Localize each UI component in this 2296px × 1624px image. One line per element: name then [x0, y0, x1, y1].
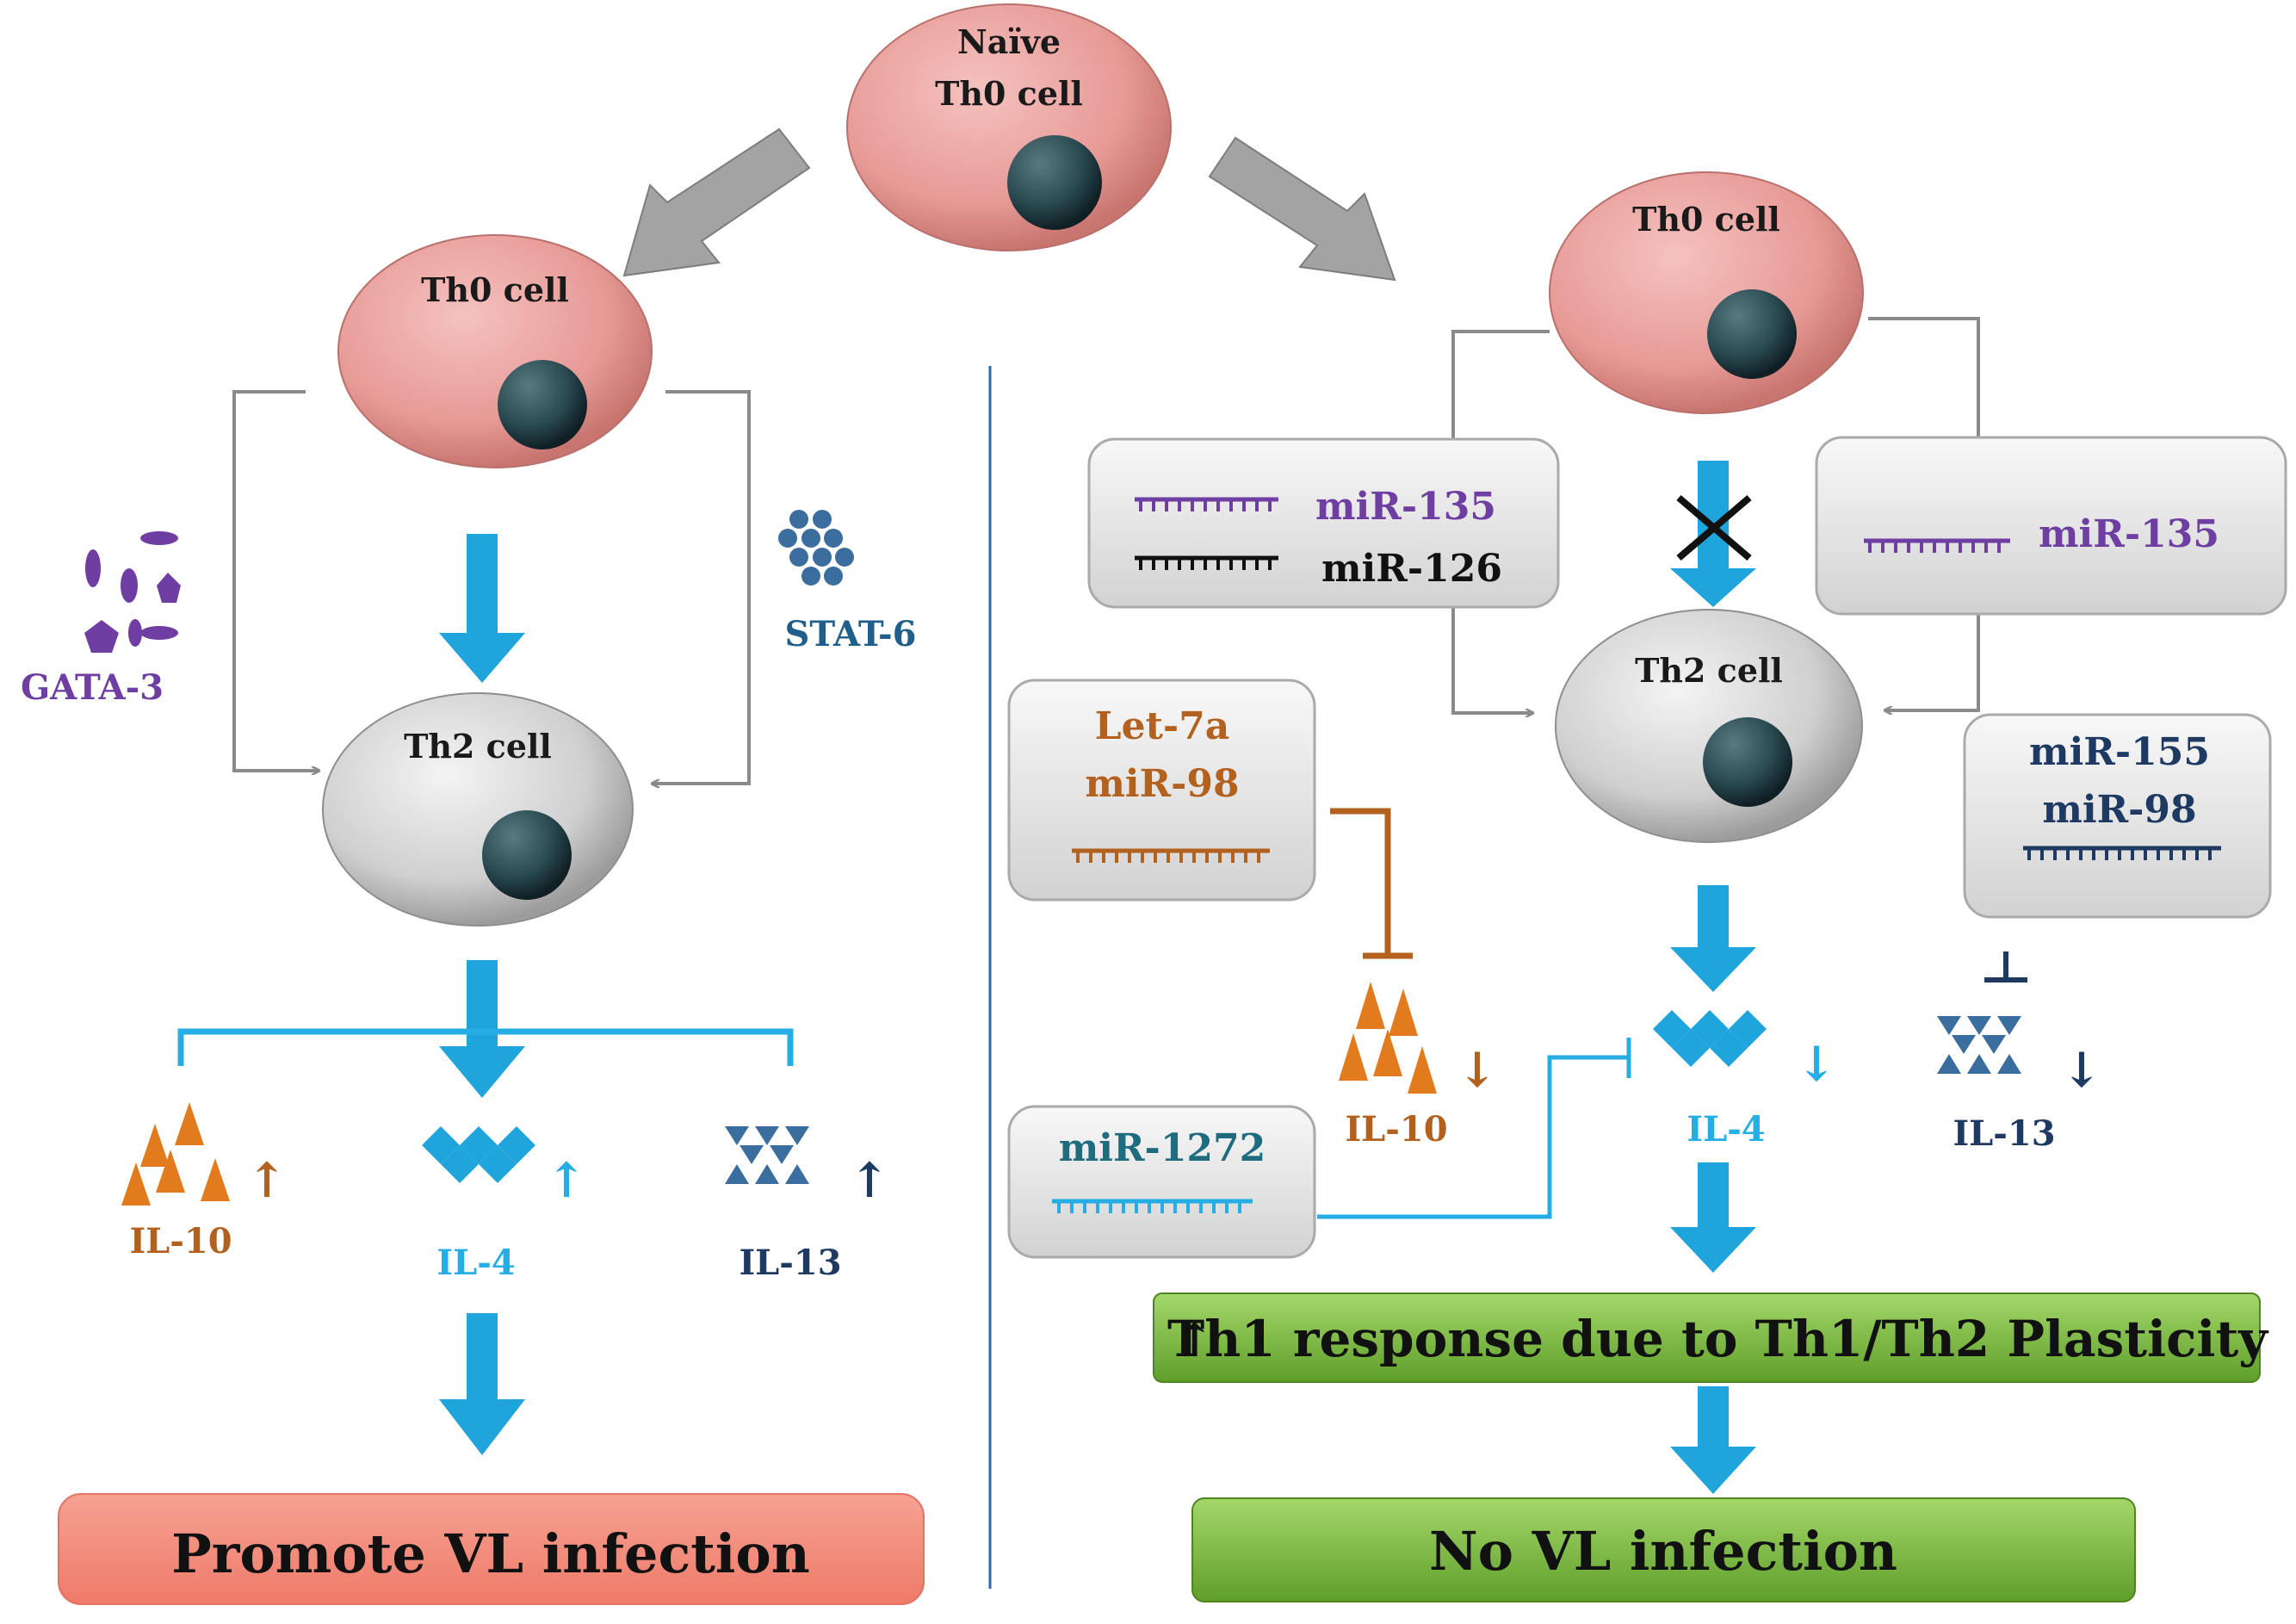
left-il10-up-arrow: ↑ [247, 1152, 288, 1209]
right-th0-cell: Th0 cell [1549, 171, 1864, 414]
box1-mir126-label: miR-126 [1321, 547, 1502, 591]
th1-response-label: Th1 response due to Th1/Th2 Plasticity [1167, 1310, 2269, 1368]
left-il4-icon [422, 1126, 535, 1183]
let7a-inhibition-line [1330, 808, 1391, 956]
right-il13-icon [1937, 1016, 2021, 1074]
let7a-mir98-label: miR-98 [1085, 762, 1239, 806]
gata3-icon [84, 531, 181, 653]
right-il4-down-arrow: ↓ [1797, 1036, 1837, 1093]
let7a-label: Let-7a [1095, 704, 1230, 748]
gata3-label: GATA-3 [21, 667, 164, 708]
right-arrow-th1-novl [1670, 1386, 1756, 1494]
left-il13-label: IL-13 [739, 1243, 841, 1283]
right-il10-icon [1339, 982, 1437, 1094]
gray-arrow-right [1208, 136, 1396, 282]
mir1272-label: miR-1272 [1059, 1126, 1266, 1170]
left-connector-gata3 [232, 390, 319, 771]
left-th2-label: Th2 cell [404, 727, 552, 766]
promote-vl-label: Promote VL infection [171, 1522, 810, 1585]
left-il10-label: IL-10 [129, 1221, 232, 1261]
gray-arrow-left [622, 127, 811, 277]
mir1272-inhibition-line [1317, 1055, 1627, 1219]
right-il10-label: IL-10 [1345, 1109, 1447, 1150]
mir155-mir98-label: miR-98 [2042, 788, 2196, 832]
left-il10-icon [121, 1102, 230, 1206]
stat6-label: STAT-6 [785, 614, 917, 654]
left-connector-stat6 [653, 390, 751, 784]
no-vl-box [1191, 1497, 2136, 1602]
promote-vl-box [58, 1493, 925, 1605]
right-th0-label: Th0 cell [1632, 200, 1780, 239]
right-il13-label: IL-13 [1953, 1113, 2055, 1154]
right-arrow-th2-il4 [1670, 885, 1756, 992]
left-il13-up-arrow: ↑ [850, 1152, 890, 1209]
right-il13-down-arrow: ↓ [2062, 1042, 2102, 1099]
mir1272-box: miR-1272 [1007, 1105, 1316, 1259]
left-th0-cell: Th0 cell [337, 234, 653, 468]
no-vl-label: No VL infection [1429, 1520, 1897, 1583]
box2-mir135-label: miR-135 [2039, 512, 2219, 556]
left-il4-up-arrow: ↑ [547, 1152, 587, 1209]
left-arrow-cytokines-outcome [439, 1313, 525, 1455]
mir155-mir98-box: miR-155 miR-98 [1963, 713, 2272, 919]
left-il4-label: IL-4 [436, 1243, 515, 1283]
left-th2-cell: Th2 cell [322, 692, 634, 927]
left-arrow-th0-th2 [439, 534, 525, 683]
th1-response-box [1153, 1292, 2261, 1383]
right-th2-cell: Th2 cell [1555, 609, 1863, 843]
stat6-icon [778, 510, 854, 586]
mir155-label: miR-155 [2029, 730, 2210, 774]
right-th2-label: Th2 cell [1635, 651, 1783, 690]
right-il4-label: IL-4 [1686, 1109, 1765, 1150]
left-il13-icon [725, 1126, 809, 1184]
mir135-box-right: miR-135 [1815, 436, 2287, 616]
block-x-icon [1676, 494, 1752, 561]
th1-response-up-arrow: ↑ [1175, 1312, 1214, 1367]
left-th0-label: Th0 cell [421, 270, 569, 309]
let7a-mir98-box: Let-7a miR-98 [1007, 679, 1316, 902]
naive-label-line2: Th0 cell [935, 74, 1083, 113]
naive-label-line1: Naïve [957, 22, 1061, 61]
right-arrow-il4-th1 [1670, 1162, 1756, 1273]
right-il10-down-arrow: ↓ [1457, 1042, 1498, 1099]
box1-mir135-label: miR-135 [1315, 485, 1496, 529]
left-cytokine-bracket [177, 1028, 794, 1066]
right-arrow-th0-th2-blocked [1670, 461, 1756, 607]
naive-th0-cell: Naïve Th0 cell [846, 3, 1172, 251]
right-il4-icon [1653, 1010, 1767, 1067]
mir135-mir126-box: miR-135 miR-126 [1087, 437, 1560, 609]
